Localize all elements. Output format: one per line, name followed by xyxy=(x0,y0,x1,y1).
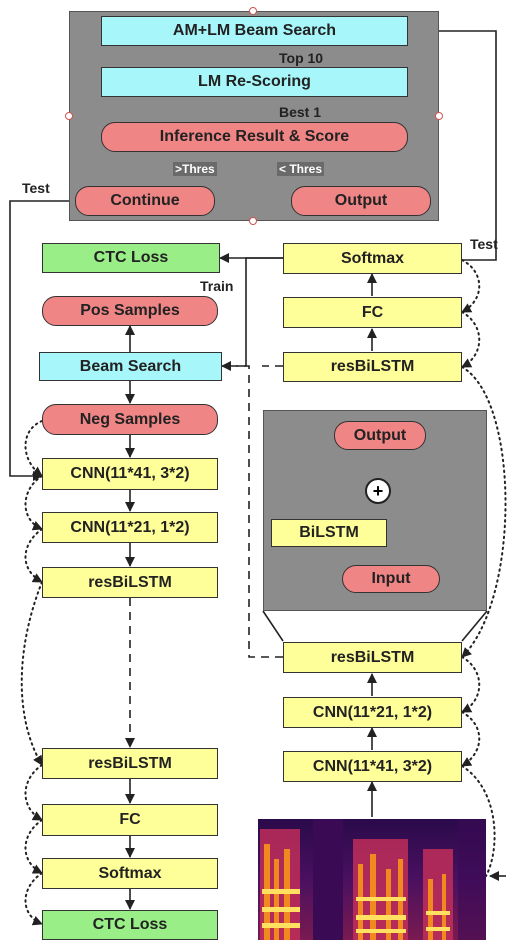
resbilstm-right-bottom-box: resBiLSTM xyxy=(283,642,462,673)
resbilstm-left-bottom-box: resBiLSTM xyxy=(42,748,218,779)
pos-samples-box: Pos Samples xyxy=(42,296,218,326)
above-threshold-label: >Thres xyxy=(173,162,217,176)
resbilstm-right-top-box: resBiLSTM xyxy=(283,352,462,382)
beam-search-box: Beam Search xyxy=(39,352,222,381)
train-label: Train xyxy=(200,278,234,294)
best1-label: Best 1 xyxy=(279,104,322,120)
below-threshold-label: < Thres xyxy=(277,162,325,176)
detail-bilstm-box: BiLSTM xyxy=(271,519,387,547)
resize-handle-bottom[interactable] xyxy=(249,217,257,225)
fc-left-box: FC xyxy=(42,804,218,836)
cnn-11x21-left-box: CNN(11*21, 1*2) xyxy=(42,512,218,543)
test-label-right: Test xyxy=(470,236,498,252)
ctc-loss-top-box: CTC Loss xyxy=(42,243,220,273)
spectrogram-image xyxy=(258,819,486,940)
am-lm-beam-search-box: AM+LM Beam Search xyxy=(101,16,408,46)
detail-input-box: Input xyxy=(342,565,440,593)
softmax-left-box: Softmax xyxy=(42,858,218,889)
resbilstm-left-top-box: resBiLSTM xyxy=(42,567,218,598)
resize-handle-left[interactable] xyxy=(65,112,73,120)
test-label-left: Test xyxy=(22,180,50,196)
inference-result-box: Inference Result & Score xyxy=(101,122,408,152)
resize-handle-right[interactable] xyxy=(435,112,443,120)
softmax-right-box: Softmax xyxy=(283,243,462,274)
continue-box: Continue xyxy=(75,186,215,216)
ctc-loss-bottom-box: CTC Loss xyxy=(42,910,218,940)
cnn-11x41-left-box: CNN(11*41, 3*2) xyxy=(42,458,218,490)
detail-output-box: Output xyxy=(334,421,426,450)
cnn-11x21-right-box: CNN(11*21, 1*2) xyxy=(283,697,462,728)
top10-label: Top 10 xyxy=(279,50,324,66)
fc-right-box: FC xyxy=(283,297,462,328)
neg-samples-box: Neg Samples xyxy=(42,404,218,435)
residual-add-icon: + xyxy=(365,478,391,504)
cnn-11x41-right-box: CNN(11*41, 3*2) xyxy=(283,751,462,782)
output-box: Output xyxy=(291,186,431,216)
resize-handle-top[interactable] xyxy=(249,7,257,15)
lm-rescoring-box: LM Re-Scoring xyxy=(101,67,408,97)
